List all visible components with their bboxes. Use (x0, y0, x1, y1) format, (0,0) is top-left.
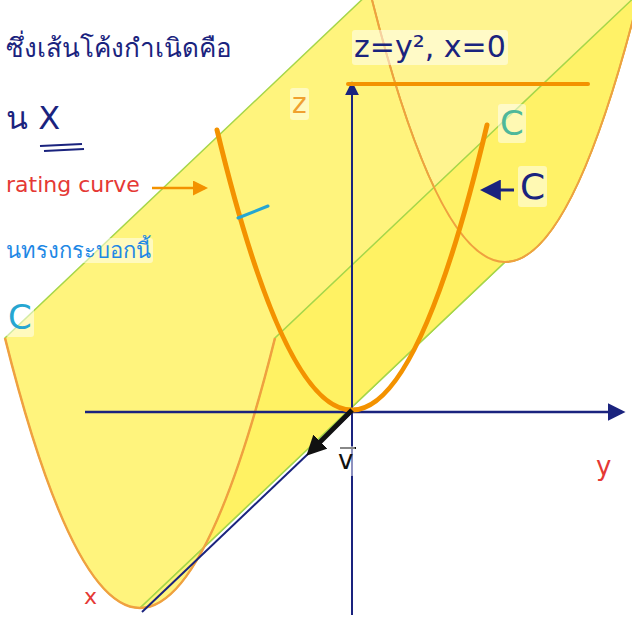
z-axis (351, 84, 353, 615)
thai-note: ซึ่งเส้นโค้งกำเนิดคือ (4, 34, 234, 64)
axis-label: y (594, 452, 613, 482)
direction-vector (312, 410, 352, 450)
surface-sheet (140, 0, 632, 608)
leader-arrow (484, 189, 514, 192)
equation: z=y², x=0 (352, 30, 508, 65)
front-curve (5, 338, 275, 608)
pen-stroke (238, 206, 268, 218)
double-underline (44, 149, 84, 151)
axis-label: z (290, 88, 309, 120)
vector-label: v (336, 446, 355, 476)
thai-note: นทรงกระบอกนี้ (4, 238, 153, 263)
axis-label: x (82, 584, 99, 609)
curve-label: C (498, 104, 526, 143)
generating-curve (217, 125, 487, 410)
curve-label: C (518, 166, 547, 207)
curve-label: C (6, 298, 34, 337)
double-underline (40, 144, 82, 146)
underline (348, 82, 588, 86)
thai-note: น X (4, 100, 62, 137)
term-label: rating curve (4, 172, 142, 197)
leader-arrow (152, 187, 205, 190)
